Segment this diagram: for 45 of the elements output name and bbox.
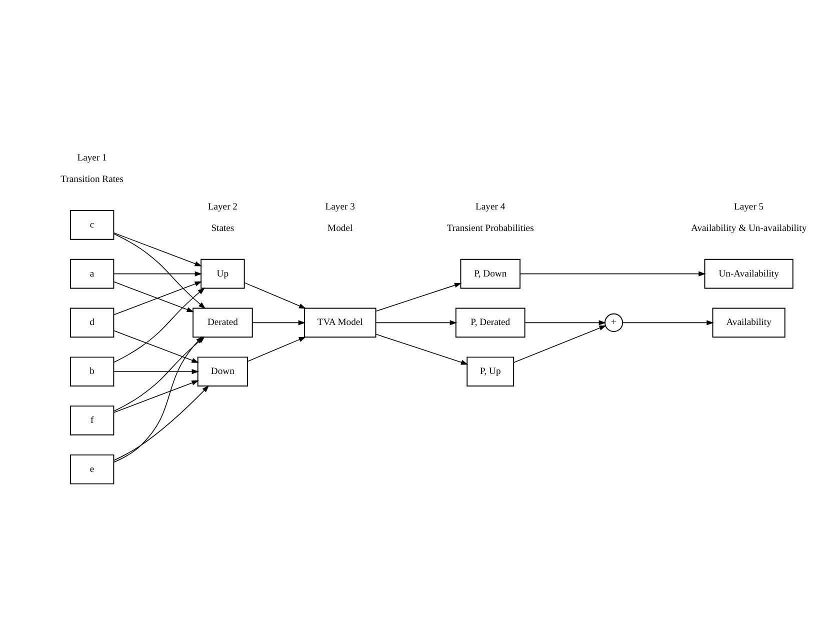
arrow [376, 333, 468, 364]
arrow [252, 320, 306, 325]
label: Model [328, 222, 353, 234]
node-box: TVA Model [304, 307, 376, 338]
node-box: Un-Availability [704, 258, 794, 288]
arrow [113, 280, 202, 315]
arrow [524, 320, 606, 325]
arrow [376, 320, 458, 325]
label: Layer 5 [734, 200, 764, 212]
node-box: P, Down [460, 258, 520, 288]
node-box: P, Up [466, 356, 514, 386]
arrow [622, 320, 714, 325]
arrow [244, 282, 306, 308]
arrow [113, 232, 206, 308]
node-box: f [70, 405, 114, 435]
arrow [113, 380, 199, 412]
label: Layer 2 [208, 200, 238, 212]
node-box: c [70, 210, 114, 240]
label: Availability & Un-availability [690, 222, 807, 234]
label: Layer 4 [476, 200, 506, 212]
node-box: Down [197, 356, 248, 386]
node-box: a [70, 258, 114, 288]
node-box: e [70, 454, 114, 484]
arrow [376, 282, 462, 312]
arrow [114, 384, 210, 460]
arrow [520, 270, 706, 276]
node-box: Availability [712, 307, 786, 338]
label: Transition Rates [60, 174, 124, 185]
arrow [113, 280, 194, 312]
arrow [513, 324, 606, 362]
node-box: d [70, 307, 114, 338]
label: Transient Probabilities [446, 222, 534, 234]
node-box: P, Derated [455, 307, 526, 338]
node-box: Derated [192, 307, 253, 338]
arrow [113, 270, 202, 276]
label: States [211, 222, 234, 234]
label: Layer 1 [77, 152, 107, 164]
node-box: b [70, 356, 114, 386]
node-circle: + [604, 312, 624, 332]
arrow [247, 336, 306, 362]
node-box: Up [200, 258, 245, 288]
arrow [113, 368, 200, 374]
arrow [113, 330, 199, 362]
arrow [113, 232, 202, 266]
label: Layer 3 [325, 200, 355, 212]
